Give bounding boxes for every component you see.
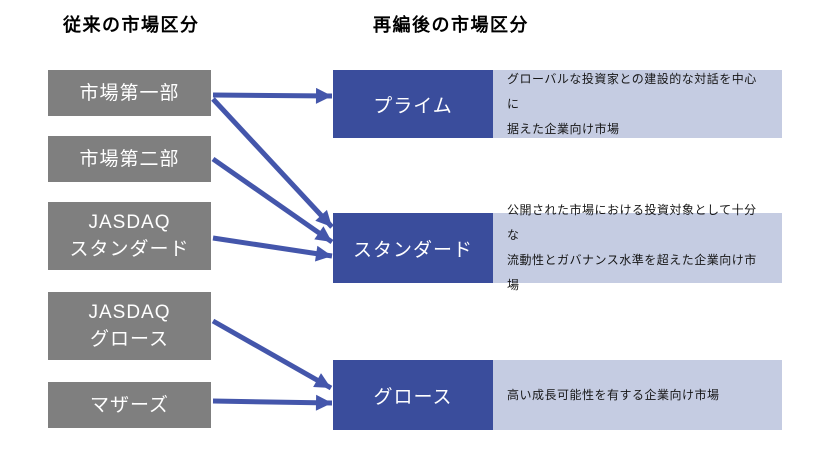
flow-arrow bbox=[211, 318, 333, 391]
flow-arrow bbox=[212, 87, 333, 104]
new-box-standard-description: 公開された市場における投資対象として十分な 流動性とガバナンス水準を超えた企業向… bbox=[493, 203, 782, 292]
new-segment-row-standard: スタンダード 公開された市場における投資対象として十分な 流動性とガバナンス水準… bbox=[333, 203, 782, 292]
legacy-box-mothers: マザーズ bbox=[48, 382, 211, 428]
new-box-growth-label: グロース bbox=[333, 360, 493, 430]
legacy-segments-heading: 従来の市場区分 bbox=[63, 15, 200, 35]
legacy-box-second-section: 市場第二部 bbox=[48, 136, 211, 182]
new-segments-heading: 再編後の市場区分 bbox=[373, 15, 529, 35]
new-box-prime-label: プライム bbox=[333, 70, 493, 138]
new-box-standard-label: スタンダード bbox=[333, 213, 493, 283]
new-box-prime-description: グローバルな投資家との建設的な対話を中心に 据えた企業向け市場 bbox=[493, 70, 782, 138]
new-segment-row-growth: グロース 高い成長可能性を有する企業向け市場 bbox=[333, 360, 782, 430]
legacy-box-first-section: 市場第一部 bbox=[48, 70, 211, 116]
new-segment-row-prime: プライム グローバルな投資家との建設的な対話を中心に 据えた企業向け市場 bbox=[333, 70, 782, 138]
flow-arrow bbox=[211, 156, 334, 245]
legacy-box-jasdaq-standard: JASDAQ スタンダード bbox=[48, 202, 211, 270]
new-box-growth-description: 高い成長可能性を有する企業向け市場 bbox=[493, 360, 782, 430]
legacy-box-jasdaq-growth: JASDAQ グロース bbox=[48, 292, 211, 360]
flow-arrow bbox=[211, 97, 334, 229]
flow-arrow bbox=[212, 394, 333, 411]
flow-arrow bbox=[212, 235, 333, 262]
